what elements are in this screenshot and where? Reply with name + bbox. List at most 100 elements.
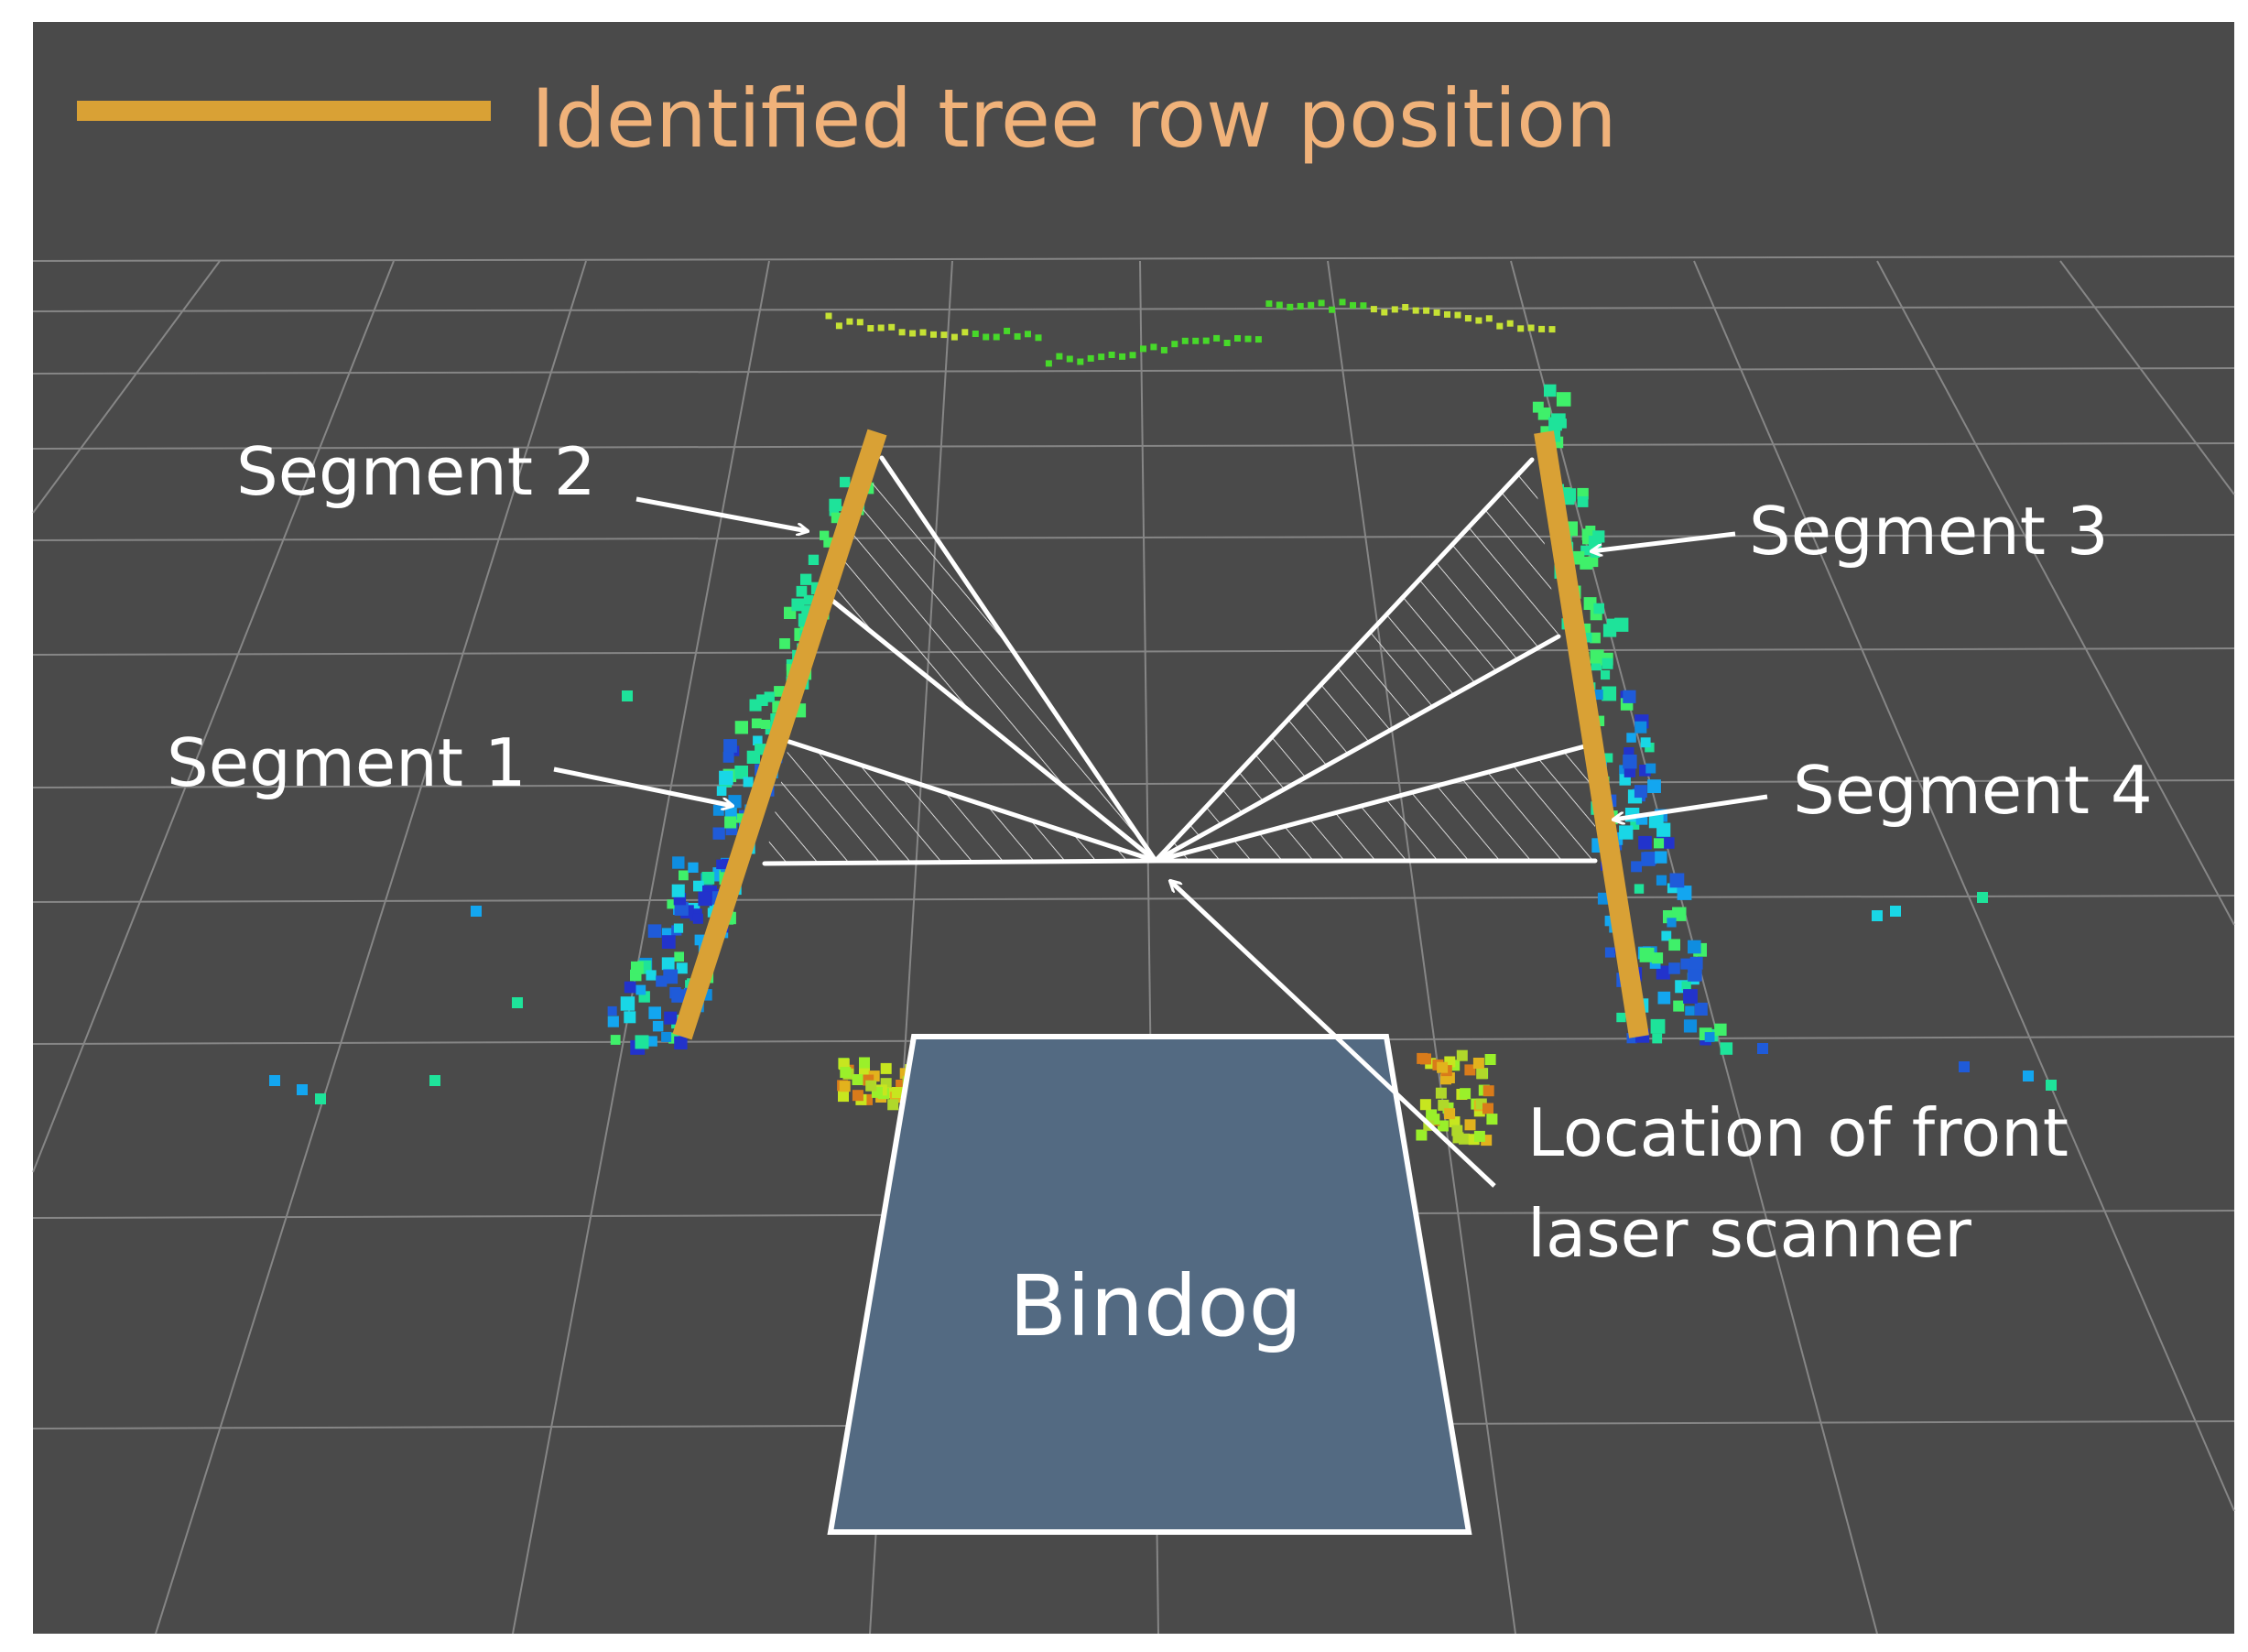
scan-point [674,901,689,916]
scan-point [1223,340,1231,346]
scan-point [1444,310,1450,318]
scan-point [647,924,662,938]
scan-point [940,331,948,339]
scan-point [852,1090,863,1102]
scan-point [607,1005,617,1016]
scan-point [1472,1058,1484,1069]
scan-point [269,1075,280,1086]
scan-point [859,1065,870,1077]
scan-point [1416,1129,1428,1141]
scan-point [1265,300,1273,308]
scan-point [1656,822,1671,837]
scan-point [1517,325,1525,332]
scan-point [791,598,805,612]
scan-point [1381,309,1388,316]
scan-point [1657,991,1671,1005]
scan-point [679,870,689,881]
scan-point [610,1035,621,1045]
scan-point [664,1011,678,1025]
scan-point [1655,851,1667,864]
scan-point [712,805,724,816]
scan-point [1597,892,1610,905]
scan-point [2023,1071,2034,1081]
scan-point [846,318,853,325]
scan-point [1486,1114,1498,1125]
scan-point [1308,301,1315,309]
scan-point [1623,690,1636,703]
segment-1-label: Segment 1 [167,724,527,801]
scan-point [753,735,763,745]
scan-point [1640,737,1651,748]
scan-point [1593,603,1604,614]
scan-point [1570,550,1585,565]
scan-point [620,996,635,1011]
segment-4-arrow [1613,794,1768,820]
scan-point [1616,1012,1626,1023]
scan-point [1202,337,1210,344]
scan-point [1606,618,1619,630]
scan-point [719,770,733,786]
scan-point [667,899,677,909]
scanner-label-line2: laser scanner [1527,1195,1971,1272]
scan-point [1464,315,1472,322]
scan-point [1624,747,1634,758]
scan-point [829,506,840,516]
scan-point [1056,353,1063,360]
scan-point [909,330,917,337]
scan-point [1476,1068,1488,1080]
scanner-arrow [1170,881,1496,1188]
canopy-scan-points [825,299,1556,367]
scan-point [1437,1061,1449,1073]
scan-point [721,859,732,869]
scan-point [1667,918,1677,928]
scan-point [1872,910,1883,921]
scan-point [1318,299,1325,307]
scan-point [1538,325,1546,332]
scan-point [867,325,874,331]
scan-point [829,498,842,512]
scan-point [1645,763,1656,774]
scan-point [1360,302,1367,310]
scan-point [796,585,808,597]
scan-point [761,720,770,729]
scan-point [712,827,725,840]
scan-point [1592,690,1603,701]
scan-point [839,1081,851,1092]
scan-point [1213,334,1221,342]
scan-point [1582,633,1592,643]
scan-point [716,859,726,870]
scan-point [1631,861,1642,873]
scan-point [661,1031,672,1042]
scan-point [671,989,685,1003]
scan-point [646,1036,657,1047]
scan-point [1626,733,1636,743]
scan-point [607,1016,619,1027]
scan-point [734,721,748,734]
scan-point [1464,1119,1476,1131]
scan-point [701,872,715,885]
scan-point [803,594,814,605]
scan-point [512,997,523,1008]
scan-point [1590,649,1604,664]
scan-point [694,934,706,946]
scan-point [733,813,744,823]
scan-point [1644,852,1657,864]
scan-point [661,957,675,971]
scan-point [1087,354,1094,362]
scan-point [1590,632,1601,644]
scan-point [1647,779,1661,793]
scan-point [1683,989,1698,1004]
laser-rays [762,455,1598,866]
scan-point [755,744,766,755]
segment-1-area [765,742,1156,864]
scan-point [1591,659,1602,671]
scan-point [1667,883,1678,894]
scan-point [1681,981,1691,991]
scan-point [1192,337,1200,344]
scan-point [831,512,842,524]
scan-point [1456,1049,1468,1061]
scan-point [1417,1052,1428,1064]
scan-point [1438,1099,1450,1111]
scan-point [1619,825,1634,840]
segment-4-label: Segment 4 [1793,752,2153,829]
